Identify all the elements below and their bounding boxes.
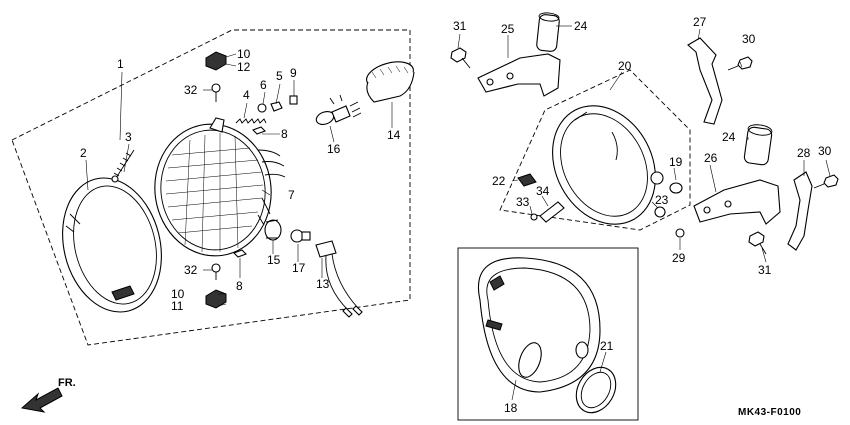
- grommet: [654, 206, 666, 218]
- callout-6: 6: [260, 78, 267, 92]
- callout-2: 2: [80, 146, 87, 160]
- callout-10b: 10: [171, 287, 185, 301]
- callout-30b: 30: [818, 144, 832, 158]
- bracket-27: [687, 37, 723, 125]
- position-light-socket: [264, 219, 282, 241]
- headlight-stay-right: [693, 179, 781, 225]
- headlight-unit: [154, 117, 286, 257]
- callout-26: 26: [704, 151, 718, 165]
- collar-ring: [575, 366, 617, 414]
- nut-lower: [233, 249, 247, 258]
- callout-9: 9: [290, 66, 297, 80]
- callout-32b: 32: [184, 263, 198, 277]
- callout-32a: 32: [184, 83, 198, 97]
- cable-guide: [539, 201, 565, 223]
- callout-11: 11: [171, 299, 184, 313]
- callout-21: 21: [600, 339, 614, 353]
- callout-18: 18: [504, 401, 518, 415]
- callout-4: 4: [243, 88, 250, 102]
- callout-31b: 31: [758, 263, 772, 277]
- clip-nut-upper: [205, 51, 227, 71]
- callout-29: 29: [672, 251, 686, 265]
- drawing-code: MK43-F0100: [738, 407, 801, 418]
- callout-20: 20: [618, 59, 632, 73]
- front-direction-arrow: FR.: [20, 377, 76, 413]
- callout-34: 34: [536, 184, 550, 198]
- callout-22: 22: [492, 174, 506, 188]
- callout-25: 25: [501, 22, 515, 36]
- callout-24a: 24: [574, 19, 588, 33]
- direction-label: FR.: [58, 377, 76, 389]
- callout-15: 15: [267, 253, 281, 267]
- callout-17: 17: [292, 261, 306, 275]
- screw-upper: [211, 83, 221, 102]
- bolt-30-right: [813, 174, 839, 189]
- headlight-rim: [62, 177, 162, 313]
- bolt-30-upper: [727, 56, 753, 71]
- callout-8b: 8: [236, 279, 243, 293]
- collar-24-right: [743, 124, 773, 166]
- callout-12: 12: [237, 60, 251, 74]
- inset-box: [457, 247, 639, 421]
- callout-13: 13: [316, 277, 330, 291]
- socket-wires: [315, 240, 363, 318]
- callout-16: 16: [327, 142, 341, 156]
- callout-10a: 10: [237, 47, 251, 61]
- assembly-outline: [11, 29, 411, 346]
- callout-24b: 24: [722, 130, 736, 144]
- callout-28: 28: [797, 146, 811, 160]
- headlight-stay-left: [477, 12, 561, 97]
- bolt-lower-case: [675, 228, 685, 238]
- bolt-small: [530, 213, 538, 221]
- leader-lines: [85, 25, 831, 401]
- headlight-case: [499, 69, 691, 231]
- callout-33: 33: [516, 195, 530, 209]
- callout-19: 19: [669, 155, 683, 169]
- callout-30a: 30: [742, 32, 756, 46]
- callout-14: 14: [387, 128, 401, 142]
- adjusting-screw: [111, 149, 135, 183]
- callout-7: 7: [288, 188, 295, 202]
- headlight-case-variant: [478, 257, 601, 393]
- position-light-bulb: [290, 229, 311, 243]
- nut-upper: [252, 126, 266, 135]
- collar-case: [669, 182, 683, 194]
- headlight-bulb: [315, 94, 362, 125]
- spring: [235, 118, 267, 124]
- dust-cover: [366, 61, 415, 103]
- callout-8a: 8: [281, 127, 288, 141]
- bolt-upper-left: [450, 47, 471, 69]
- callout-5: 5: [276, 69, 283, 83]
- washer-nut-cap: [257, 95, 298, 113]
- callout-23: 23: [655, 193, 669, 207]
- callout-27: 27: [693, 15, 707, 29]
- callout-3: 3: [125, 130, 132, 144]
- callouts: 1 2 3 4 5 6 7 8 8 9 10 10 11 12 13 14 15…: [80, 15, 832, 415]
- wire-clamp: [517, 173, 537, 187]
- clip-nut-lower: [205, 289, 227, 309]
- callout-1: 1: [117, 57, 124, 71]
- bolt-31-lower: [748, 231, 767, 255]
- callout-31a: 31: [453, 19, 467, 33]
- bracket-28: [787, 171, 813, 251]
- screw-lower: [211, 263, 221, 280]
